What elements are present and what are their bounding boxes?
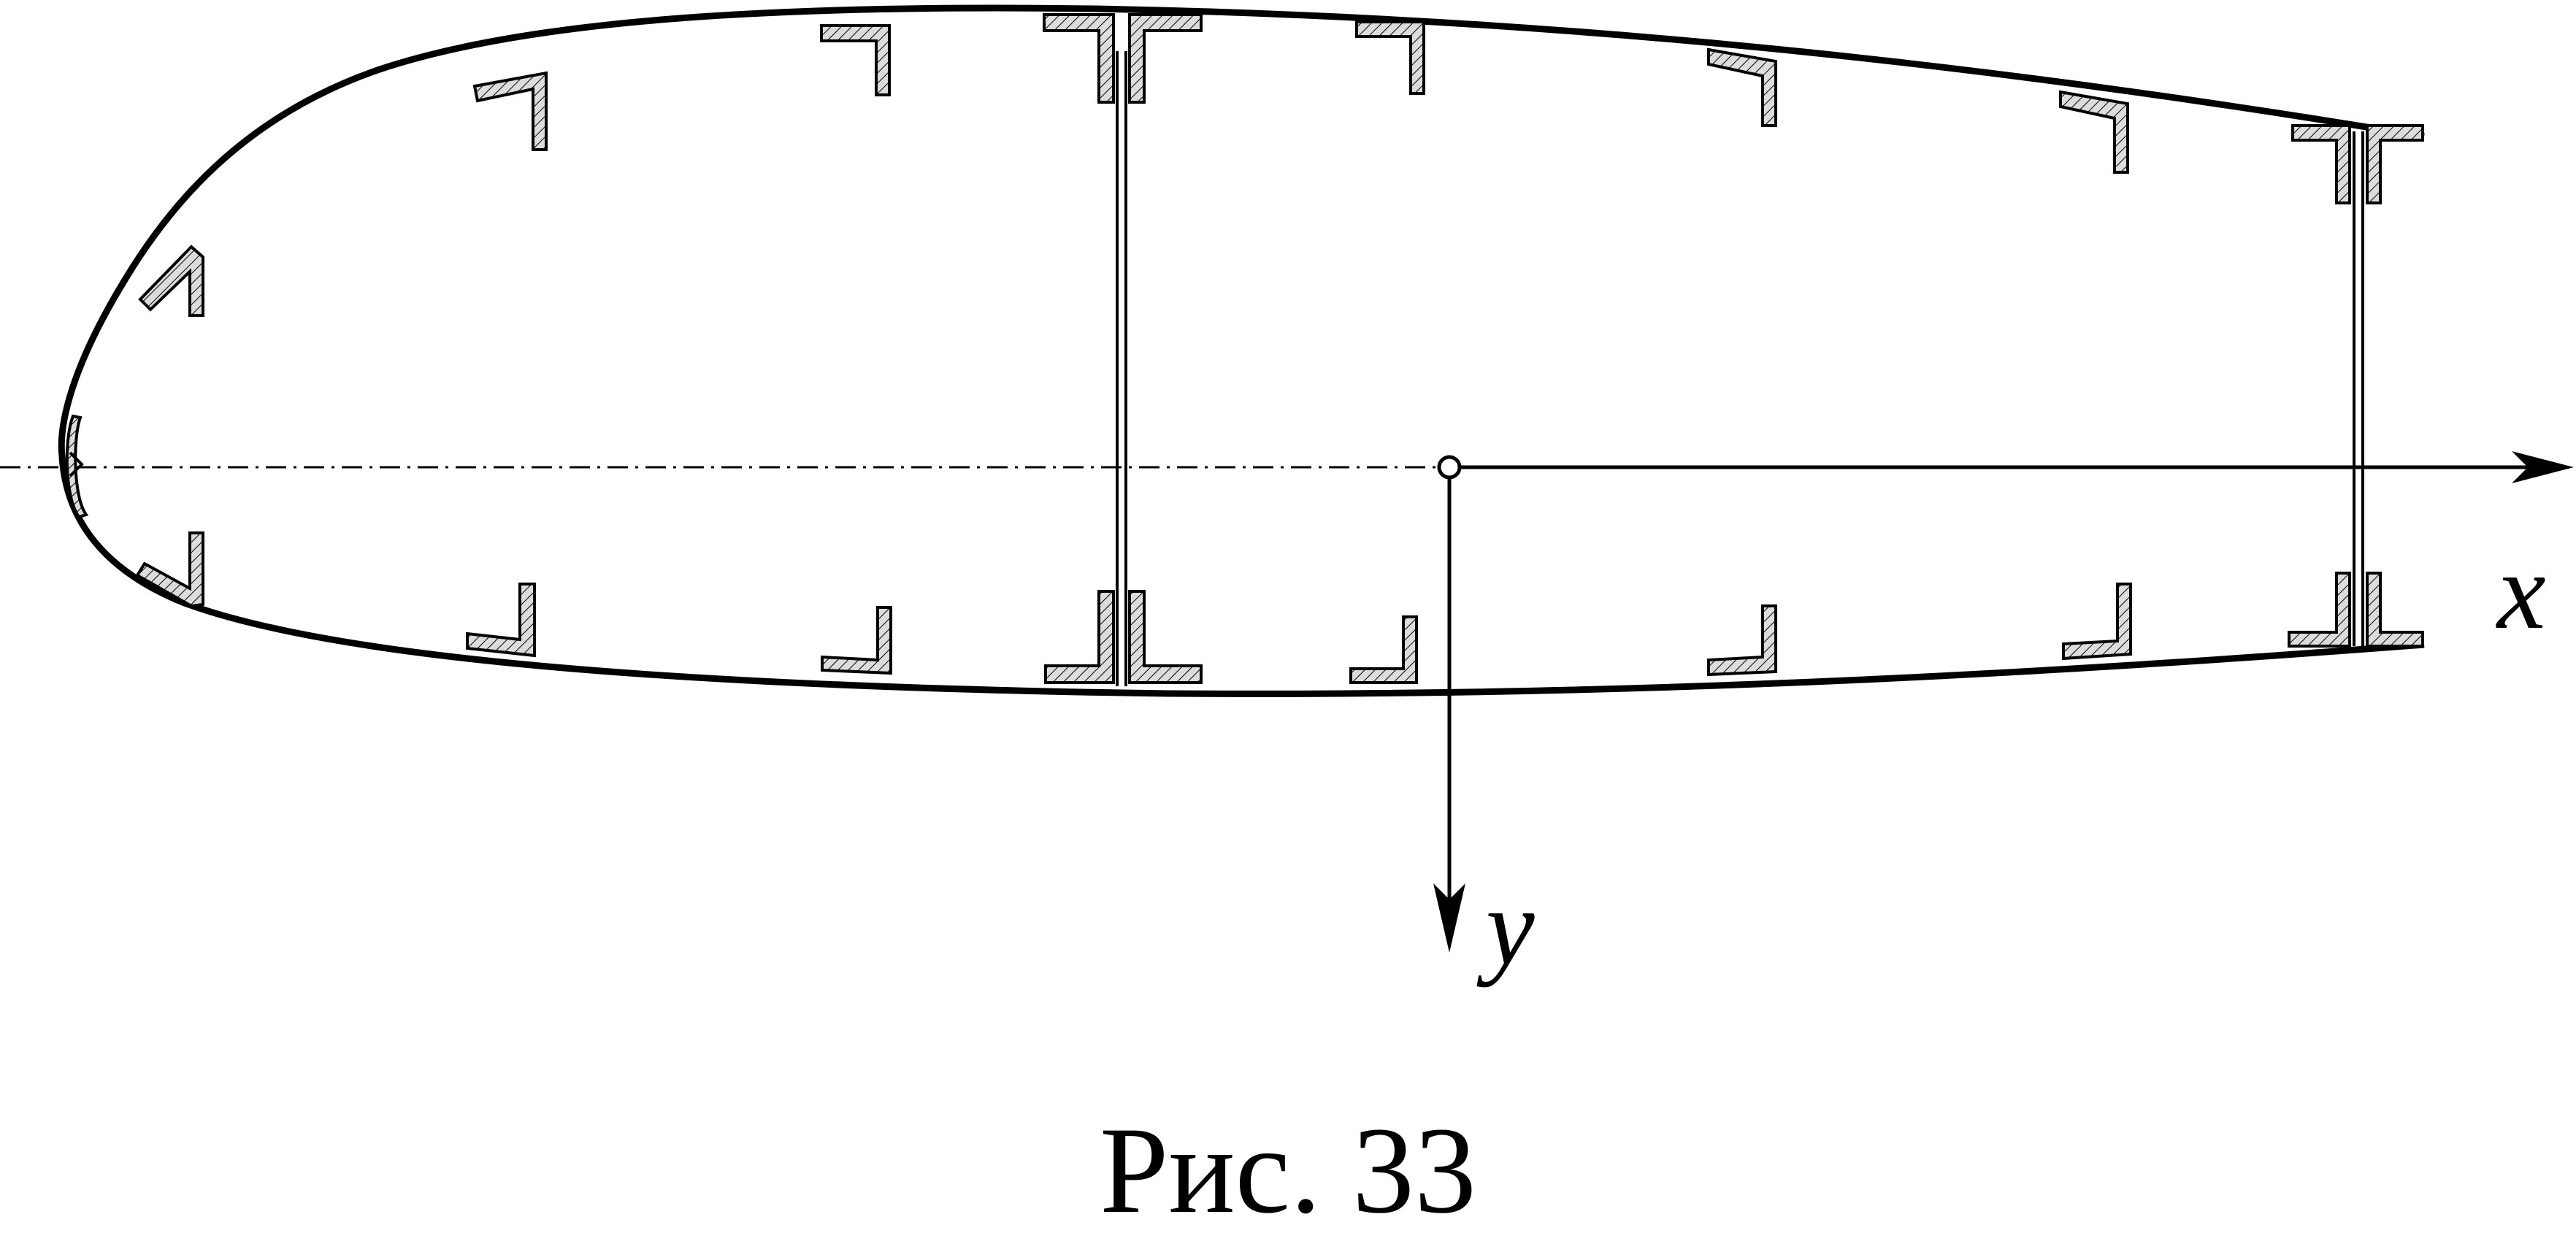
front-spar-cap-top: [1043, 13, 1203, 104]
upper-stringers: [472, 20, 2129, 174]
origin-marker: [1437, 455, 1462, 480]
y-axis-label: y: [1476, 867, 1535, 988]
leading-edge-stringer-upper: [138, 245, 204, 317]
rear-spar-cap-bottom: [2288, 572, 2424, 648]
x-axis-label: x: [2496, 531, 2546, 652]
rear-spar-cap-top: [2291, 124, 2424, 204]
stringer-upper-5: [2059, 90, 2129, 174]
stringer-lower-2: [821, 606, 892, 675]
lower-stringers: [466, 583, 2132, 684]
x-axis-arrowhead: [2512, 451, 2574, 483]
front-spar-cap-bottom: [1044, 590, 1203, 684]
stringer-lower-5: [2062, 583, 2132, 661]
airfoil-contour: [58, 4, 2425, 697]
rear-spar: [2353, 131, 2364, 646]
stringer-upper-1: [472, 71, 548, 151]
stringer-lower-3: [1349, 615, 1418, 684]
y-axis-arrowhead: [1433, 883, 1465, 953]
stringer-upper-4: [1707, 47, 1777, 127]
stringer-lower-4: [1707, 604, 1777, 677]
stringer-upper-2: [820, 24, 891, 96]
leading-edge-stringer-lower: [135, 531, 204, 608]
stringer-lower-1: [466, 583, 536, 658]
front-spar: [1116, 51, 1127, 686]
nose-piece: [65, 414, 89, 519]
figure-caption: Рис. 33: [1100, 1102, 1476, 1239]
stringer-upper-3: [1355, 20, 1425, 95]
